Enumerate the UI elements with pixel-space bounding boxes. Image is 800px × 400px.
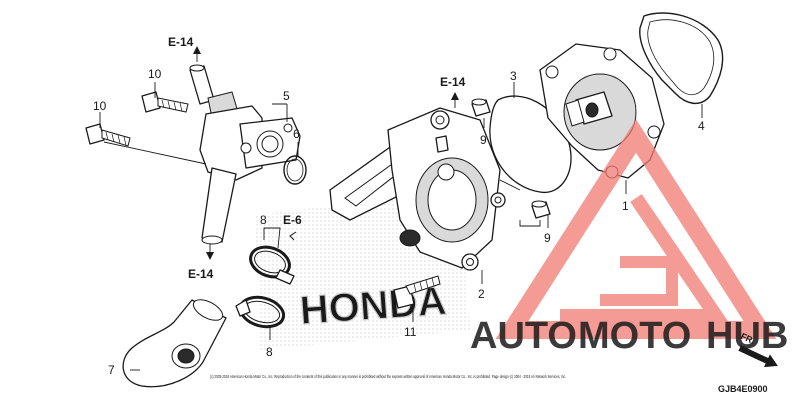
copyright-notice: (c) 2003-2018 American Honda Motor Co., …: [210, 374, 566, 379]
ref-e14-top[interactable]: E-14: [168, 35, 194, 49]
callout-9-lower: 9: [544, 231, 551, 245]
callout-3: 3: [510, 69, 517, 83]
callout-6: 6: [293, 127, 300, 141]
callout-10-upper: 10: [148, 67, 162, 81]
callouts: 10 10 5 6 8 8 7 11 9 9 3 2 1 4: [93, 67, 705, 377]
bolt-part-11: [393, 275, 441, 309]
callout-8-upper: 8: [260, 213, 267, 227]
leader-lines: [99, 46, 703, 371]
svg-text:HONDA: HONDA: [298, 279, 447, 333]
watermark-auto-text: AUTO: [470, 315, 577, 357]
hose-clamp-part-8-upper: [249, 245, 295, 285]
o-ring-part-6: [283, 155, 307, 185]
front-arrow-icon: [738, 345, 778, 368]
ref-e14-middle[interactable]: E-14: [440, 75, 466, 89]
water-pump-body-part-2: [329, 107, 506, 271]
hose-clamp-part-8-lower: [235, 295, 286, 329]
dowel-pin-part-9-lower: [531, 200, 551, 219]
callout-4: 4: [698, 119, 705, 133]
watermark-moto-text: MOTO: [578, 315, 691, 357]
diagram-code: GJB4E0900: [718, 384, 768, 394]
callout-2: 2: [478, 287, 485, 301]
callout-8-lower: 8: [266, 345, 273, 359]
section-references: E-14 E-14 E-14 E-6: [168, 35, 466, 281]
callout-7: 7: [108, 363, 115, 377]
automotohub-logo-icon: [495, 119, 777, 339]
callout-10-lower: 10: [93, 99, 107, 113]
bolt-part-10-lower: [85, 123, 131, 147]
callout-5: 5: [283, 89, 290, 103]
callout-1: 1: [622, 199, 629, 213]
ref-e6[interactable]: E-6: [283, 213, 302, 227]
thermostat-cover-part-5: [189, 64, 301, 245]
callout-11: 11: [404, 325, 417, 339]
ref-e14-bottom[interactable]: E-14: [188, 267, 214, 281]
water-hose-part-7: [122, 299, 227, 388]
callout-9-upper: 9: [480, 133, 487, 147]
gasket-part-4: [639, 12, 724, 104]
bolt-part-10-upper: [141, 91, 189, 113]
dowel-pin-part-9-upper: [471, 98, 491, 117]
